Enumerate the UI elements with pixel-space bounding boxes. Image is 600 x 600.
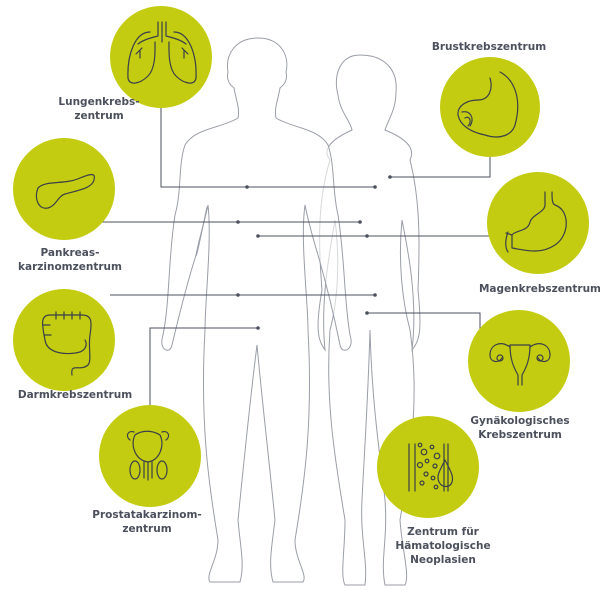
colon-circle[interactable] — [13, 289, 115, 391]
pancreas-circle[interactable] — [13, 138, 115, 240]
label-line: zentrum — [122, 523, 172, 535]
lung-circle[interactable] — [110, 6, 212, 108]
lungs-icon — [127, 21, 197, 84]
female-body-outline — [317, 54, 421, 586]
prostate-circle[interactable] — [99, 405, 201, 507]
male-inner-arm-left — [195, 206, 208, 257]
connector-lines — [83, 100, 491, 406]
connector-prostate — [149, 327, 258, 406]
label-line: Prostatakarzinom- — [92, 509, 202, 521]
connector-lung — [160, 100, 375, 188]
label-lung[interactable]: Lungenkrebs- zentrum — [58, 95, 139, 123]
dot — [358, 220, 362, 224]
label-pancreas[interactable]: Pankreas- karzinomzentrum — [18, 246, 122, 274]
male-body-outline — [161, 37, 352, 583]
label-line: Pankreas- — [40, 247, 100, 259]
dot — [256, 234, 260, 238]
label-colon[interactable]: Darmkrebszentrum — [18, 388, 132, 402]
dot — [388, 175, 392, 179]
dot — [256, 326, 260, 330]
dot — [236, 293, 240, 297]
stomach-icon — [505, 191, 567, 253]
uterus-icon — [489, 343, 551, 386]
stomach-circle[interactable] — [487, 172, 589, 274]
connector-dots — [236, 175, 392, 330]
dot — [365, 311, 369, 315]
label-hema[interactable]: Zentrum für Hämatologische Neoplasien — [395, 525, 490, 567]
label-line: Zentrum für — [407, 526, 479, 538]
label-line: Krebszentrum — [478, 429, 562, 441]
label-line: Neoplasien — [410, 554, 476, 566]
label-line: Darmkrebszentrum — [17, 389, 133, 401]
label-line: Lungenkrebs- — [58, 96, 140, 108]
hema-circle[interactable] — [377, 416, 479, 518]
gyn-circle[interactable] — [468, 310, 570, 412]
label-stomach[interactable]: Magenkrebszentrum — [479, 282, 600, 296]
pancreas-icon — [35, 173, 95, 209]
dot — [365, 234, 369, 238]
prostate-icon — [126, 430, 170, 481]
connector-breast — [390, 157, 491, 178]
label-gyn[interactable]: Gynäkologisches Krebszentrum — [470, 414, 569, 442]
label-prostate[interactable]: Prostatakarzinom- zentrum — [92, 508, 202, 536]
colon-icon — [42, 311, 92, 376]
connector-gyn — [367, 312, 481, 330]
label-breast[interactable]: Brustkrebszentrum — [432, 40, 546, 54]
label-line: Magenkrebszentrum — [478, 283, 600, 295]
breast-circle[interactable] — [440, 57, 540, 157]
label-line: Gynäkologisches — [470, 415, 570, 427]
breast-icon — [457, 71, 519, 138]
dot — [245, 185, 249, 189]
dot — [236, 220, 240, 224]
label-line: zentrum — [74, 110, 124, 122]
label-line: Hämatologische — [395, 540, 491, 552]
label-line: karzinomzentrum — [18, 261, 122, 273]
label-line: Brustkrebszentrum — [431, 41, 547, 53]
blood-cells-icon — [408, 442, 454, 492]
dot — [373, 293, 377, 297]
dot — [373, 185, 377, 189]
